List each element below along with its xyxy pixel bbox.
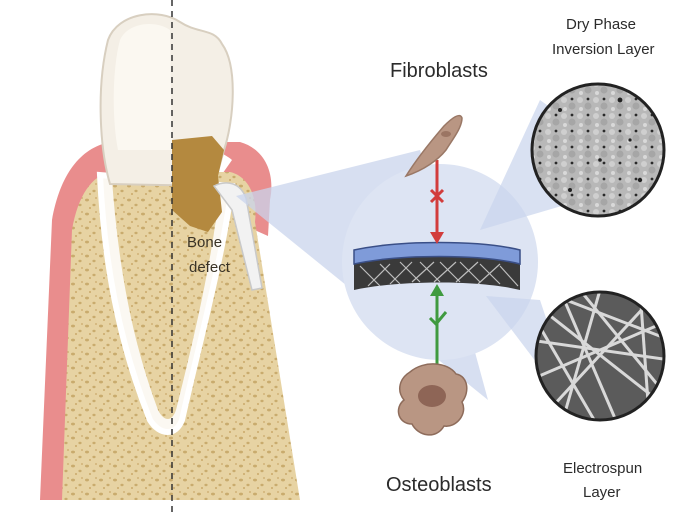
blocked-arrow <box>429 160 445 244</box>
osteoblasts-label: Osteoblasts <box>386 474 492 496</box>
fibroblast-cell <box>404 114 463 178</box>
electrospun-sem-image <box>534 290 666 422</box>
bone-defect-label-line1: Bone <box>187 234 223 251</box>
dry-phase-sem-image <box>530 82 666 218</box>
membrane-on-tooth <box>212 182 263 291</box>
electrospun-label-line1: Electrospun <box>563 460 643 477</box>
electrospun-label-line2: Layer <box>583 484 621 501</box>
bilayer-membrane <box>353 241 521 290</box>
fibroblasts-label: Fibroblasts <box>390 60 488 82</box>
bone-defect-label-line2: defect <box>189 259 230 276</box>
blocked-x-icon <box>429 188 445 204</box>
allowed-check-icon <box>428 311 448 327</box>
osteoblast-cell <box>397 363 468 436</box>
dry-phase-label-line2: Inversion Layer <box>552 41 655 58</box>
dry-phase-label-line1: Dry Phase <box>566 16 637 33</box>
bone-defect-area <box>172 136 224 232</box>
